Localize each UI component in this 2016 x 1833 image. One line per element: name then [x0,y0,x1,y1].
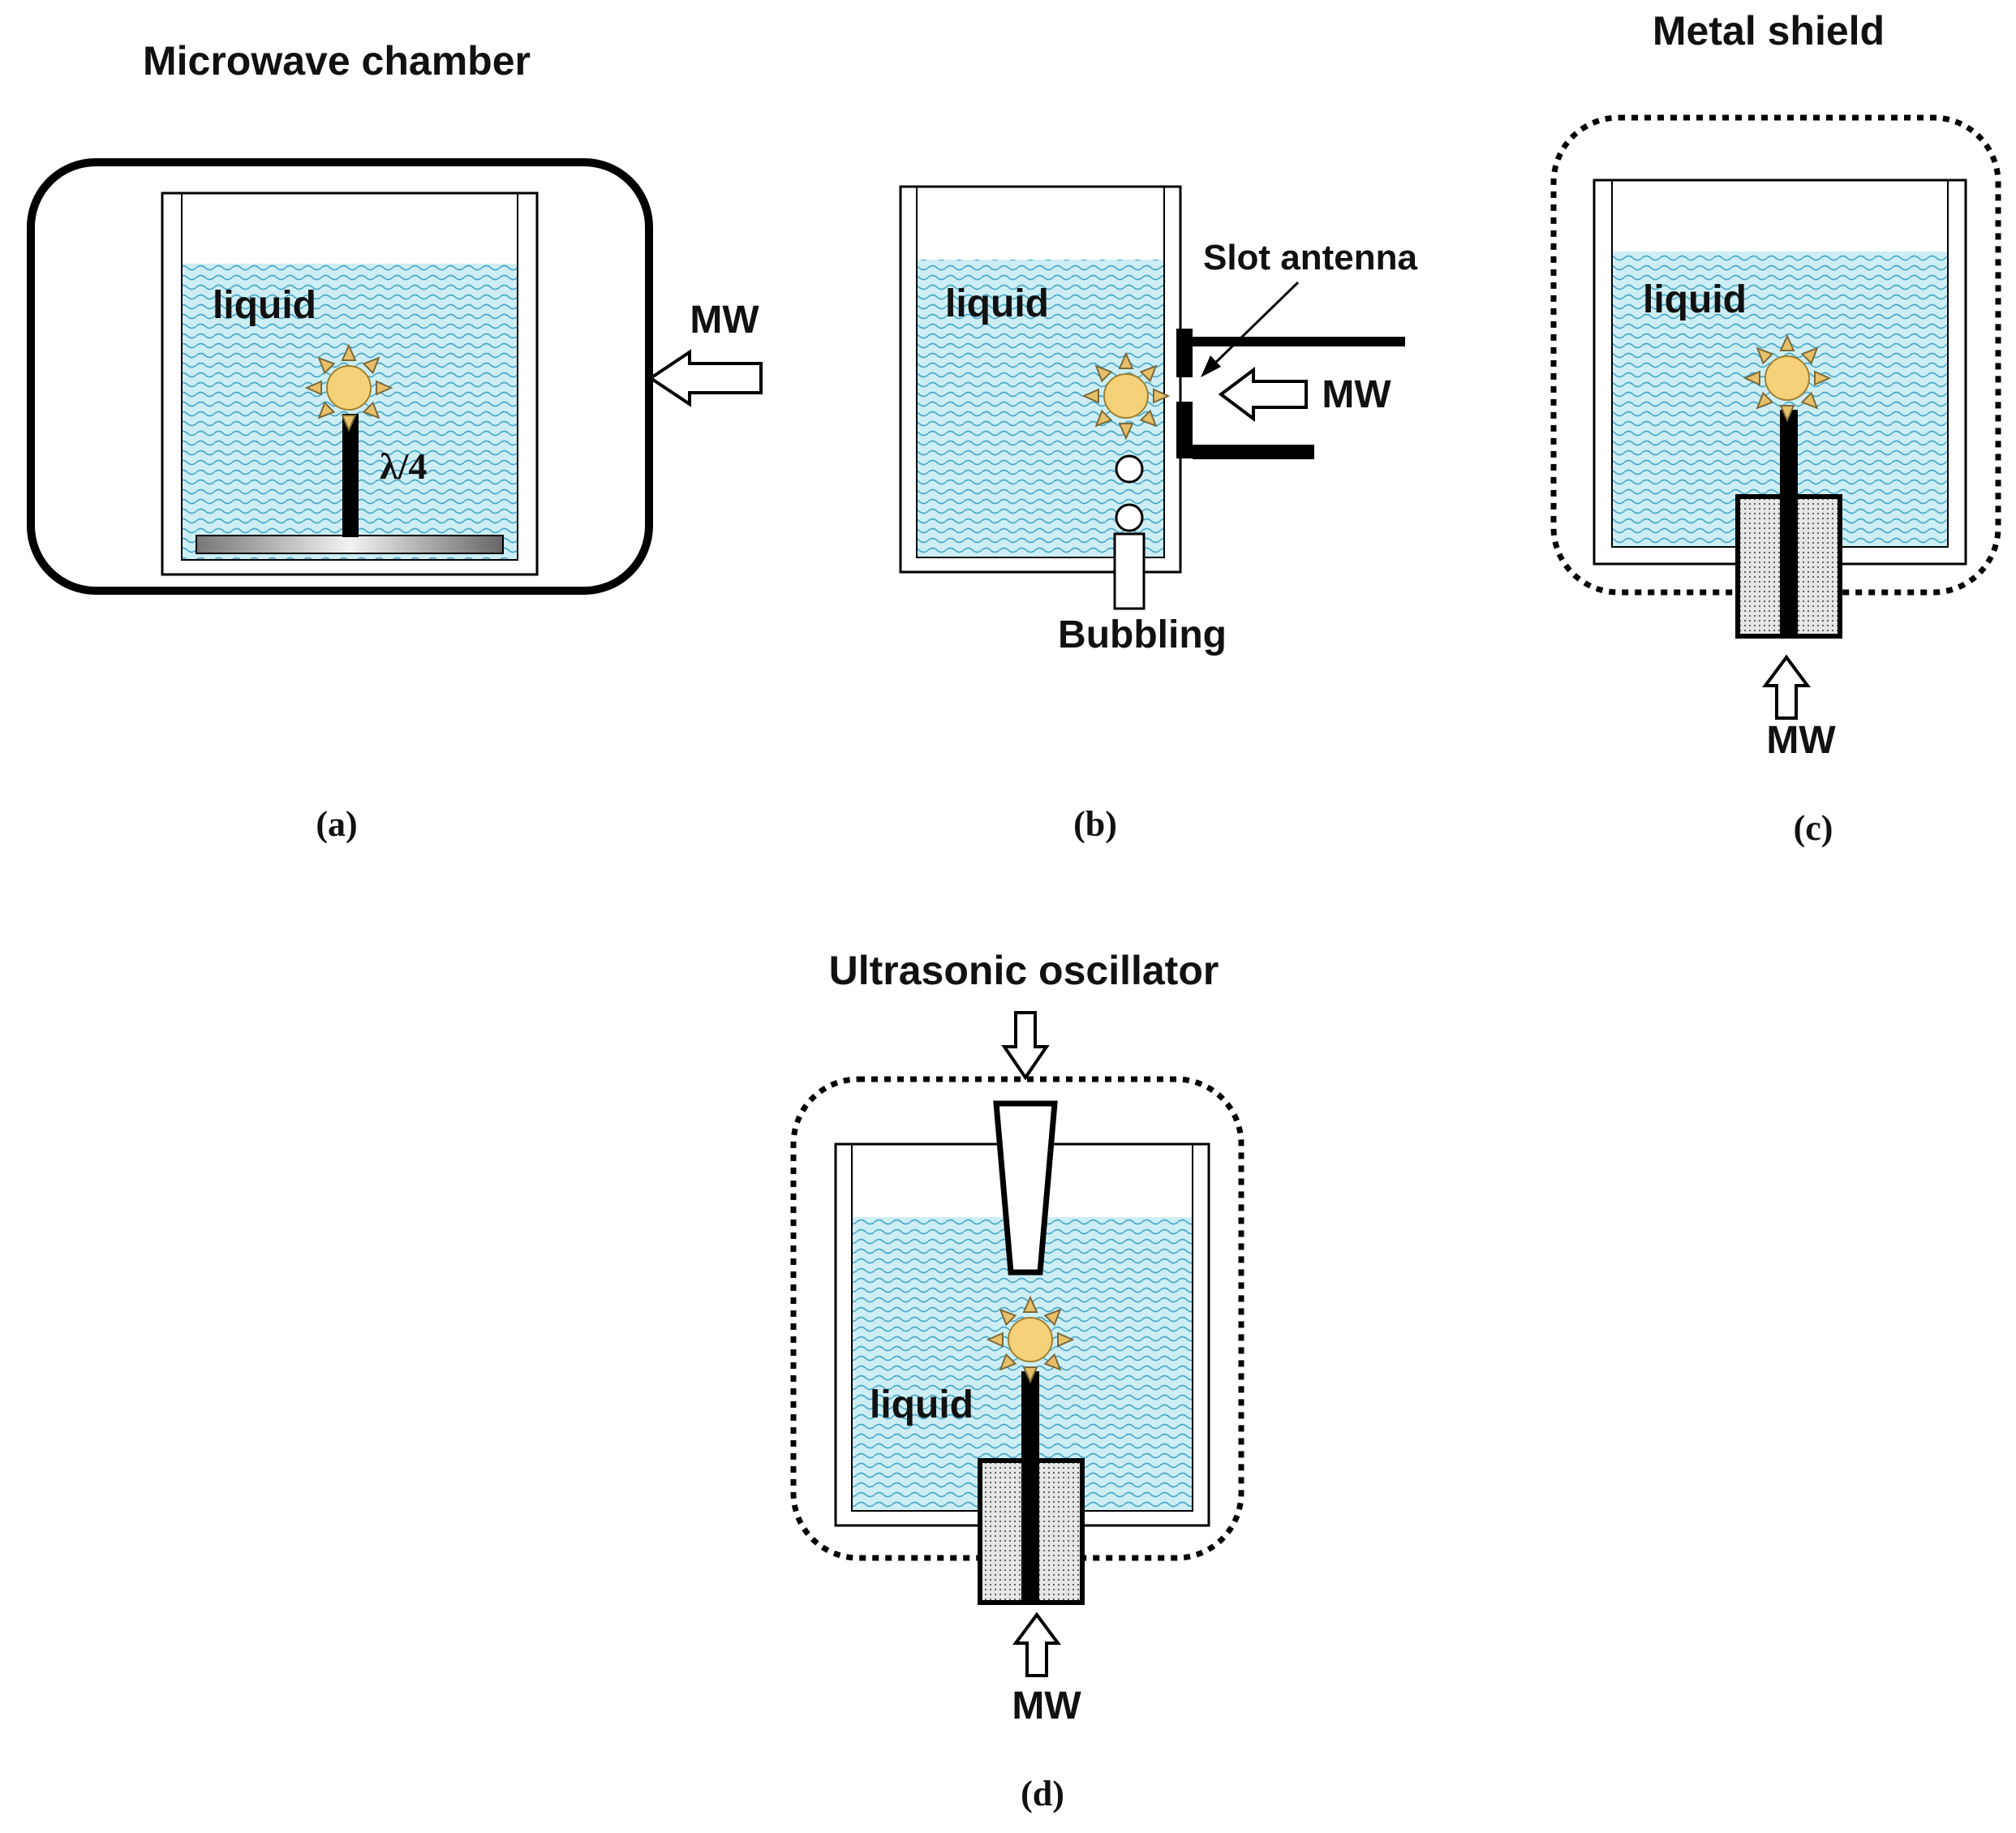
panel-b: liquid Slot antenna MW Bubbling (b) [899,185,1418,844]
microwave-chamber [27,158,653,595]
center-conductor-d [1021,1371,1039,1603]
liquid-label-a: liquid [213,284,316,327]
plasma-burst-icon [987,1297,1073,1383]
vessel-a-inner [181,192,518,561]
liquid-label-b: liquid [945,282,1049,325]
hollow-arrow-icon [647,349,763,407]
mw-label-b: MW [1322,373,1391,416]
panel-c: Metal shield liquid MW (c) [1550,8,2001,848]
metal-shield-title: Metal shield [1653,8,1885,54]
plasma-burst-icon [1083,353,1169,439]
plasma-burst-icon [1744,335,1830,421]
slot-antenna-upper-plate [1176,329,1193,377]
ultrasonic-oscillator-title: Ultrasonic oscillator [829,948,1219,993]
metal-shield [1550,114,2001,596]
slot-antenna-label: Slot antenna [1203,238,1418,278]
mw-label-c: MW [1766,719,1836,762]
wavelength-label: λ/4 [380,445,427,487]
plasma-burst-icon [306,345,392,431]
vessel-b-inner [916,186,1165,558]
ground-plate [196,535,504,554]
waveguide-bottom-wall [1193,445,1314,459]
hollow-arrow-icon [1012,1611,1061,1677]
mw-label-d: MW [1012,1685,1081,1728]
monopole-antenna-a [342,414,359,537]
panel-d: Ultrasonic oscillator liquid MW (d) [790,948,1244,1814]
microwave-chamber-title: Microwave chamber [143,38,531,84]
hollow-arrow-icon [1218,367,1308,422]
liquid-label-d: liquid [870,1383,974,1426]
panel-a: Microwave chamber liquid λ/4 MW (a) [27,38,763,844]
center-conductor-c [1780,410,1798,636]
hollow-arrow-icon [1001,1011,1050,1081]
hollow-arrow-icon [1762,654,1811,720]
bubble [1115,454,1144,484]
gas-inlet-tube [1113,532,1146,610]
caption-a: (a) [316,804,357,844]
mw-label-a: MW [690,299,759,342]
liquid-label-c: liquid [1643,278,1747,321]
caption-c: (c) [1794,808,1833,848]
caption-b: (b) [1073,804,1117,844]
waveguide-top-wall [1193,337,1405,346]
slot-antenna-lower-plate [1176,402,1193,458]
antenna-pointer-line [1207,281,1300,371]
caption-d: (d) [1021,1774,1064,1814]
ultrasonic-horn [993,1100,1058,1276]
bubbling-label: Bubbling [1058,613,1227,656]
bubble [1115,503,1144,532]
antenna-pointer-head [1201,355,1221,377]
